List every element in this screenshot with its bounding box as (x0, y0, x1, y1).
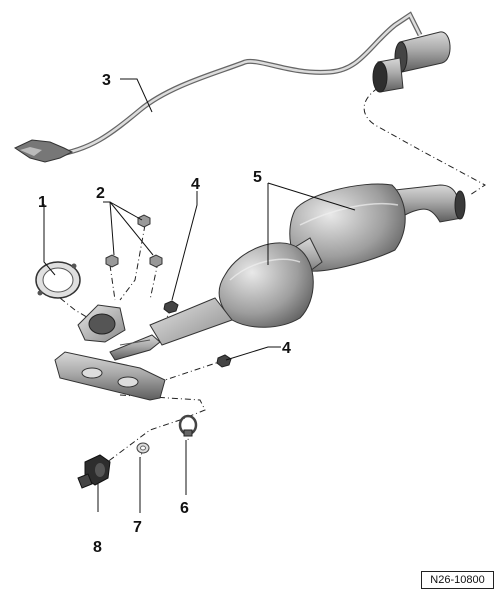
gasket (35, 261, 81, 299)
cable-bracket (13, 139, 74, 163)
nuts (105, 214, 163, 268)
sensor-cable (54, 11, 423, 158)
sensor-unit (77, 454, 111, 489)
sensor-sleeve (372, 31, 451, 93)
front-converter (218, 242, 314, 328)
callout-4-upper: 4 (191, 176, 200, 193)
front-pipe (109, 297, 233, 361)
callout-7: 7 (133, 519, 142, 536)
callout-1: 1 (38, 194, 47, 211)
callout-8: 8 (93, 539, 102, 556)
exhaust-flange (77, 304, 126, 343)
lower-bracket (54, 351, 166, 401)
bolts (163, 300, 232, 368)
figure-reference-code: N26-10800 (421, 571, 494, 589)
callout-5: 5 (253, 169, 262, 186)
tailpipe (394, 184, 466, 223)
callout-4-lower: 4 (282, 340, 291, 357)
clamp (178, 414, 198, 437)
callout-6: 6 (180, 500, 189, 517)
callout-3: 3 (102, 72, 111, 89)
callout-2: 2 (96, 185, 105, 202)
leader-lines (43, 78, 356, 513)
washer (136, 442, 150, 454)
callout-labels: 1 2 3 4 4 5 6 7 8 (38, 72, 291, 556)
